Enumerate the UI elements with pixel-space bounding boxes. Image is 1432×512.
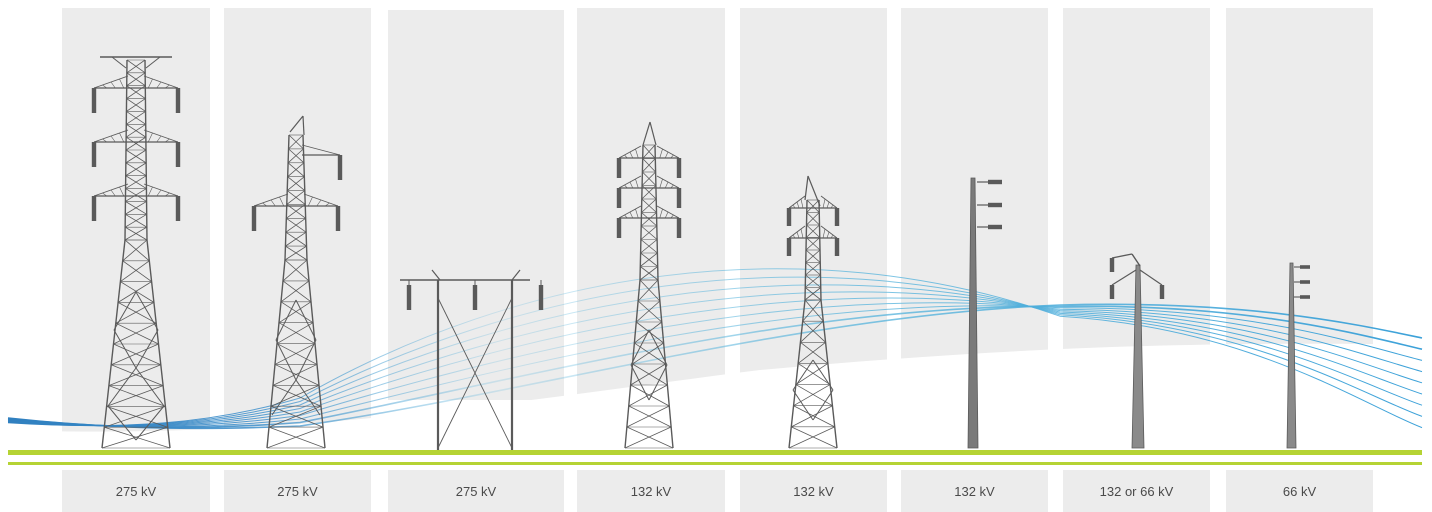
hill-shape bbox=[0, 343, 1432, 452]
label-panel bbox=[1226, 470, 1373, 512]
structures bbox=[91, 56, 1310, 450]
label-panel bbox=[388, 470, 564, 512]
lattice-tower-275kv-1 bbox=[91, 56, 181, 449]
voltage-label: 275 kV bbox=[456, 484, 497, 499]
wire bbox=[7, 268, 1423, 429]
wire bbox=[7, 305, 1423, 429]
voltage-label: 275 kV bbox=[116, 484, 157, 499]
label-panel bbox=[62, 470, 210, 512]
column-panel bbox=[740, 8, 887, 385]
column-panel bbox=[224, 8, 371, 438]
lattice-tower-132kv-2 bbox=[786, 175, 840, 449]
lattice-tower-132kv-1 bbox=[616, 121, 682, 449]
voltage-label: 132 kV bbox=[954, 484, 995, 499]
lattice-tower-275kv-2 bbox=[251, 115, 343, 449]
wire bbox=[7, 297, 1423, 427]
wire bbox=[7, 305, 1423, 428]
column-panel bbox=[577, 8, 725, 405]
voltage-label: 132 kV bbox=[631, 484, 672, 499]
wire bbox=[7, 291, 1423, 427]
label-panel bbox=[577, 470, 725, 512]
voltage-label: 132 kV bbox=[793, 484, 834, 499]
wire bbox=[7, 284, 1423, 427]
pole-132-or-66kv bbox=[1109, 253, 1165, 449]
wire bbox=[7, 302, 1423, 427]
h-frame-tower-275kv bbox=[400, 269, 544, 450]
voltage-label: 66 kV bbox=[1283, 484, 1317, 499]
voltage-label: 132 or 66 kV bbox=[1100, 484, 1174, 499]
pole-132kv bbox=[967, 177, 1002, 449]
ground-line-top bbox=[8, 450, 1422, 455]
pole-66kv bbox=[1286, 262, 1310, 449]
wire bbox=[7, 303, 1423, 430]
voltage-label: 275 kV bbox=[277, 484, 318, 499]
label-panel bbox=[224, 470, 371, 512]
conductor-wires bbox=[7, 268, 1423, 430]
column-panel bbox=[388, 10, 564, 400]
voltage-labels: 275 kV 275 kV 275 kV 132 kV 132 kV 132 kV 132 … bbox=[116, 484, 1317, 499]
label-panel bbox=[901, 470, 1048, 512]
column-panel bbox=[1226, 8, 1373, 382]
wire bbox=[7, 276, 1423, 427]
ground-line-bottom bbox=[8, 462, 1422, 465]
column-panel bbox=[62, 8, 210, 438]
label-panel bbox=[1063, 470, 1210, 512]
label-panel bbox=[740, 470, 887, 512]
